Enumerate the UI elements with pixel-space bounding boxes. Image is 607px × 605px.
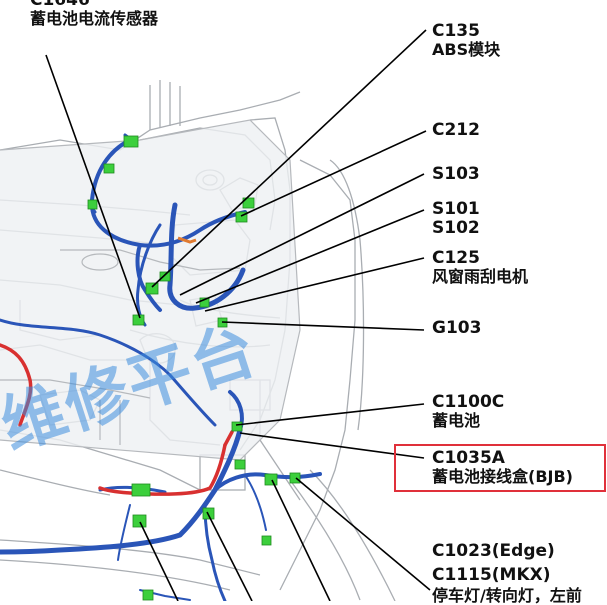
connector-markers (87, 135, 301, 601)
leader-g103 (221, 321, 425, 331)
leader-lower-2 (206, 511, 253, 601)
connector-c135 (145, 282, 159, 295)
connector-c1035a (234, 459, 246, 470)
leader-c1035a (239, 432, 425, 459)
callout-leader-lines (45, 29, 431, 601)
leader-s103 (179, 173, 425, 296)
label-s102-code: S102 (432, 218, 480, 238)
leader-c1023 (295, 477, 431, 591)
connector-c1100c (231, 421, 243, 432)
leader-s101 (195, 209, 425, 304)
harness-blue (0, 133, 322, 601)
label-s101-code: S101 (432, 199, 480, 219)
leader-lower-1 (271, 479, 331, 601)
label-c1023-code: C1023(Edge) (432, 541, 555, 561)
label-c1035a-code: C1035A (432, 448, 505, 468)
label-c135-code: C135 (432, 21, 480, 41)
connector-bottom (142, 589, 154, 601)
connector-c212 (235, 211, 248, 223)
connector-c1115 (289, 472, 301, 484)
label-c1646-code: C1646 (30, 0, 90, 10)
label-c1100c-code: C1100C (432, 392, 505, 412)
vehicle-body-outline-2 (0, 119, 301, 461)
label-s103-code: S103 (432, 164, 480, 184)
label-c1115-desc: 停车灯/转向灯，左前 (432, 586, 582, 605)
label-c1646-desc: 蓄电池电流传感器 (30, 9, 159, 28)
connector-lower-left (132, 514, 147, 528)
label-c1100c-desc: 蓄电池 (432, 411, 481, 430)
label-c125-code: C125 (432, 248, 480, 268)
connector-top (123, 135, 139, 148)
connector-left-top (103, 163, 115, 174)
leader-lower-3 (139, 521, 179, 601)
connector-s103 (199, 297, 210, 308)
leader-c1646 (45, 54, 141, 319)
harness-orange (177, 236, 197, 244)
label-c125-desc: 风窗雨刮电机 (432, 267, 529, 286)
connector-c1023 (264, 473, 278, 486)
connector-c1646 (132, 314, 145, 326)
leader-c212 (240, 130, 427, 217)
connector-c125 (242, 197, 255, 209)
leader-c125 (204, 257, 425, 312)
harness-red (0, 343, 234, 496)
label-g103-code: G103 (432, 318, 482, 338)
label-c1115-code: C1115(MKX) (432, 565, 551, 585)
connector-mid-left (159, 271, 171, 282)
label-c1035a-desc: 蓄电池接线盒(BJB) (432, 467, 573, 486)
label-c135-desc: ABS模块 (432, 40, 501, 59)
label-c212-code: C212 (432, 120, 480, 140)
connector-left-mid (87, 199, 98, 210)
highlight-box-c1035a (394, 444, 606, 492)
connector-lower-right (261, 535, 272, 546)
leader-c135 (151, 29, 427, 288)
leader-c1100c (235, 403, 425, 426)
connector-harness-mid (131, 483, 151, 497)
